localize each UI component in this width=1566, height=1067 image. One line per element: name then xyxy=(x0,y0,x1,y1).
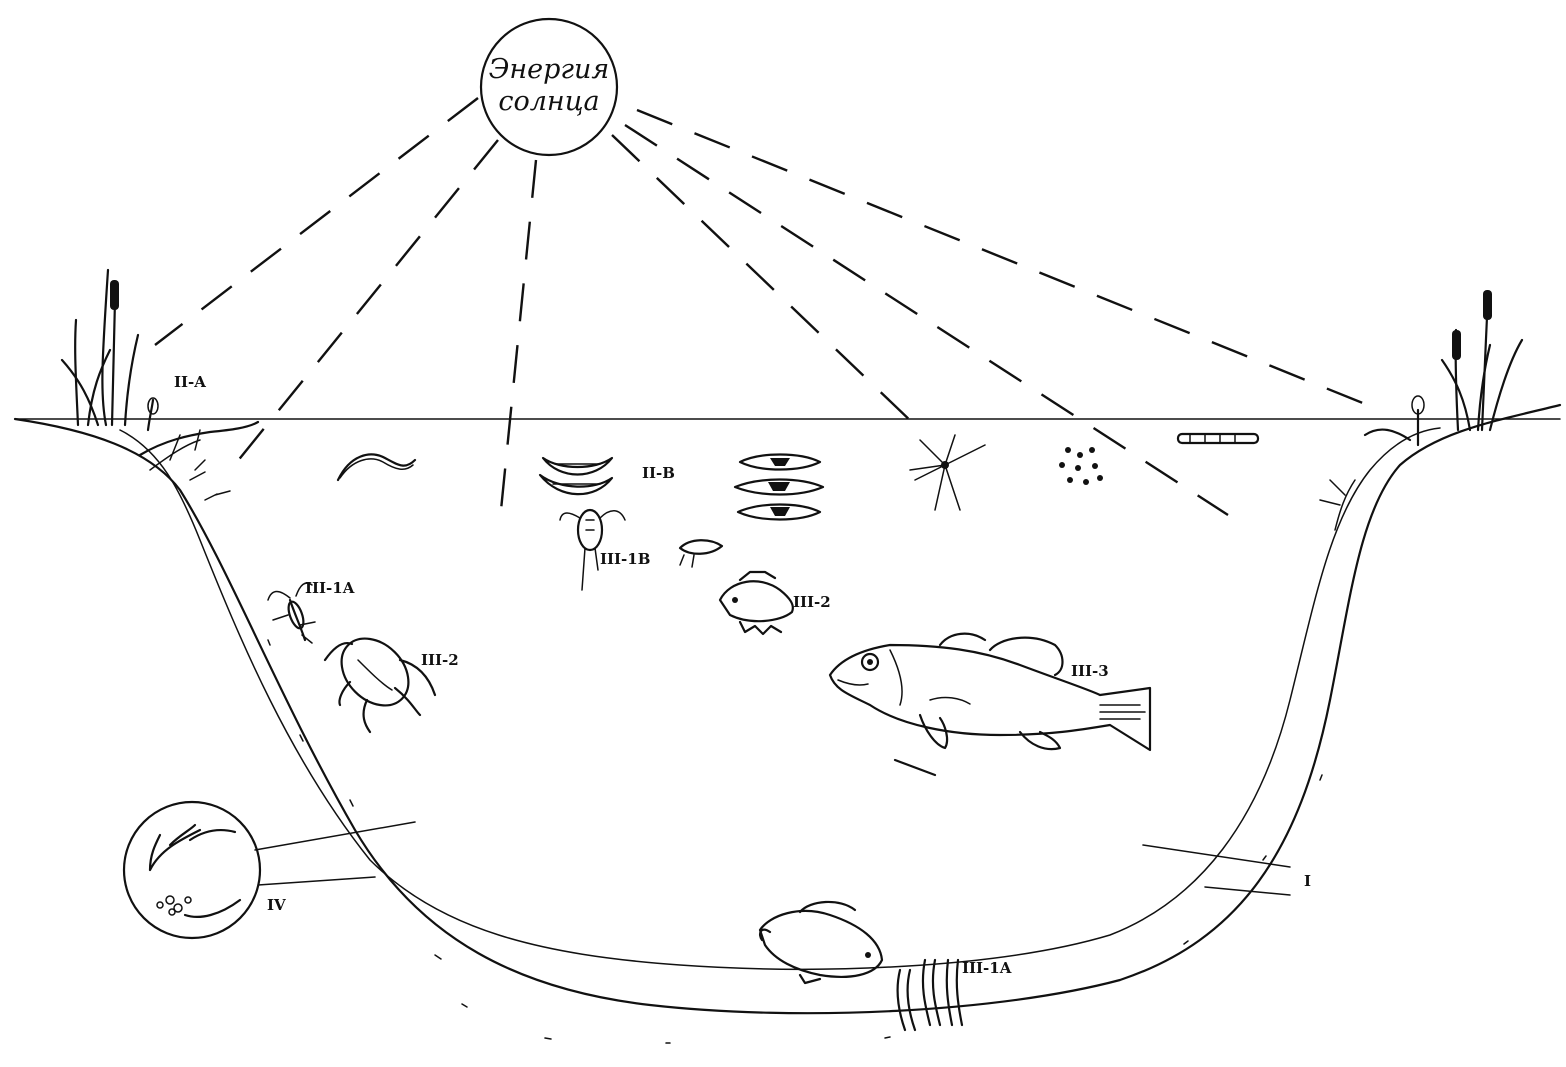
star-alga xyxy=(910,435,985,510)
bottom-worms xyxy=(898,960,962,1030)
underwater-weed xyxy=(1320,480,1355,530)
floating-debris xyxy=(895,760,935,775)
sun-label-line2: солнца xyxy=(498,86,599,117)
reed-stem xyxy=(62,360,98,425)
cattail-head xyxy=(110,280,119,310)
sun: Энергия солнца xyxy=(481,19,617,155)
large-fish xyxy=(830,634,1150,750)
bottom-fish xyxy=(760,902,882,983)
label-zooplankton: III-1B xyxy=(600,550,650,568)
reed-stem xyxy=(75,320,78,425)
label-insect-larva: III-1A xyxy=(305,579,355,597)
sun-ray-1 xyxy=(155,98,478,345)
bacterium-rod xyxy=(185,900,240,917)
phytoplankton-group xyxy=(338,434,1258,520)
pond-outer-bank xyxy=(15,405,1560,1013)
sun-ray-4 xyxy=(612,135,915,425)
bank-sediment-marks xyxy=(268,640,1322,1043)
cattail-head xyxy=(1452,330,1461,360)
right-shore-plants xyxy=(1320,290,1522,530)
floating-plant xyxy=(1365,430,1410,440)
label-beetle: III-2 xyxy=(421,651,459,669)
sun-ray-3 xyxy=(500,160,536,520)
reed-stem xyxy=(88,350,110,425)
fungal-hyphae xyxy=(150,825,235,870)
sun-rays xyxy=(155,98,1375,520)
bacterium-cell xyxy=(166,896,174,904)
label-abiotic: I xyxy=(1304,872,1311,890)
reed-stem xyxy=(102,270,108,425)
decomposers-inset xyxy=(124,802,415,938)
label-shore-plants: II-A xyxy=(174,373,206,391)
sun-ray-5 xyxy=(625,125,1228,515)
label-large-fish: III-3 xyxy=(1071,662,1109,680)
submerged-plant xyxy=(140,422,258,455)
reed-stem xyxy=(125,335,138,425)
sun-label-line1: Энергия xyxy=(489,54,610,85)
inset-pointer-line xyxy=(255,822,415,850)
small-fish xyxy=(720,572,793,634)
cattail-stem xyxy=(112,300,115,425)
label-decomposers: IV xyxy=(267,896,286,914)
underwater-weed xyxy=(190,460,230,500)
water-beetle xyxy=(325,625,435,732)
bacterium-cell xyxy=(169,909,175,915)
label-phytoplankton: II-B xyxy=(642,464,675,482)
pond-basin xyxy=(15,405,1560,1043)
inset-pointer-line xyxy=(258,877,375,885)
label-small-fish: III-2 xyxy=(793,593,831,611)
sun-ray-6 xyxy=(637,110,1375,408)
cattail-head xyxy=(1483,290,1492,320)
left-shore-plants xyxy=(62,270,258,500)
abiotic-pointers xyxy=(1143,845,1290,895)
diatom xyxy=(543,458,612,475)
filament-rod xyxy=(1178,434,1258,443)
colonial-alga xyxy=(1059,447,1103,485)
label-bottom-worms: III-1A xyxy=(962,959,1012,977)
small-crustacean xyxy=(680,540,722,567)
diatom-chain xyxy=(735,455,823,520)
bacterium-cell xyxy=(157,902,163,908)
bacterium-cell xyxy=(185,897,191,903)
